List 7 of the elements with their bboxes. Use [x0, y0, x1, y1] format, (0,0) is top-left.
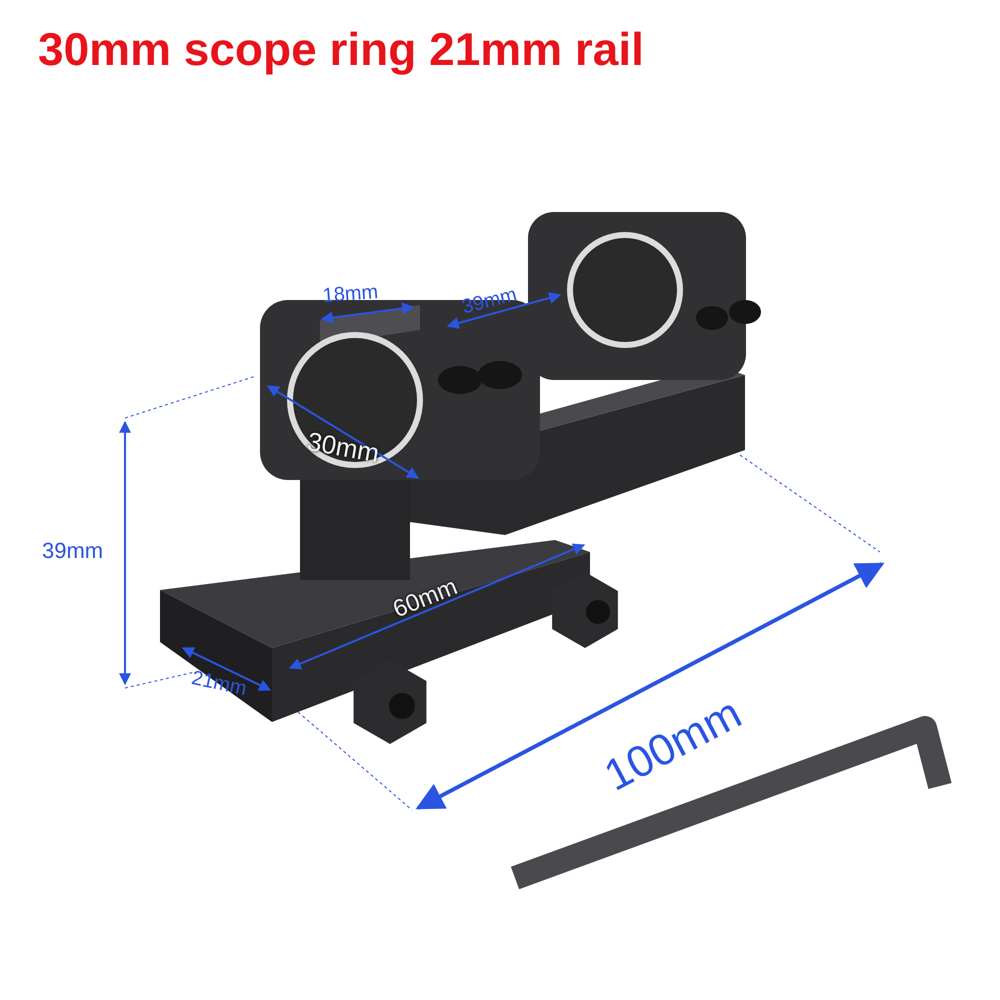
- dimension-label: 39mm: [460, 284, 519, 318]
- dimension-label: 60mm: [390, 575, 461, 622]
- title: 30mm scope ring 21mm rail: [38, 22, 644, 76]
- dimension-label: 30mm: [305, 428, 382, 466]
- dimension-label: 18mm: [322, 282, 379, 306]
- dimension-label: 39mm: [42, 540, 104, 562]
- dimension-label: 21mm: [190, 668, 248, 700]
